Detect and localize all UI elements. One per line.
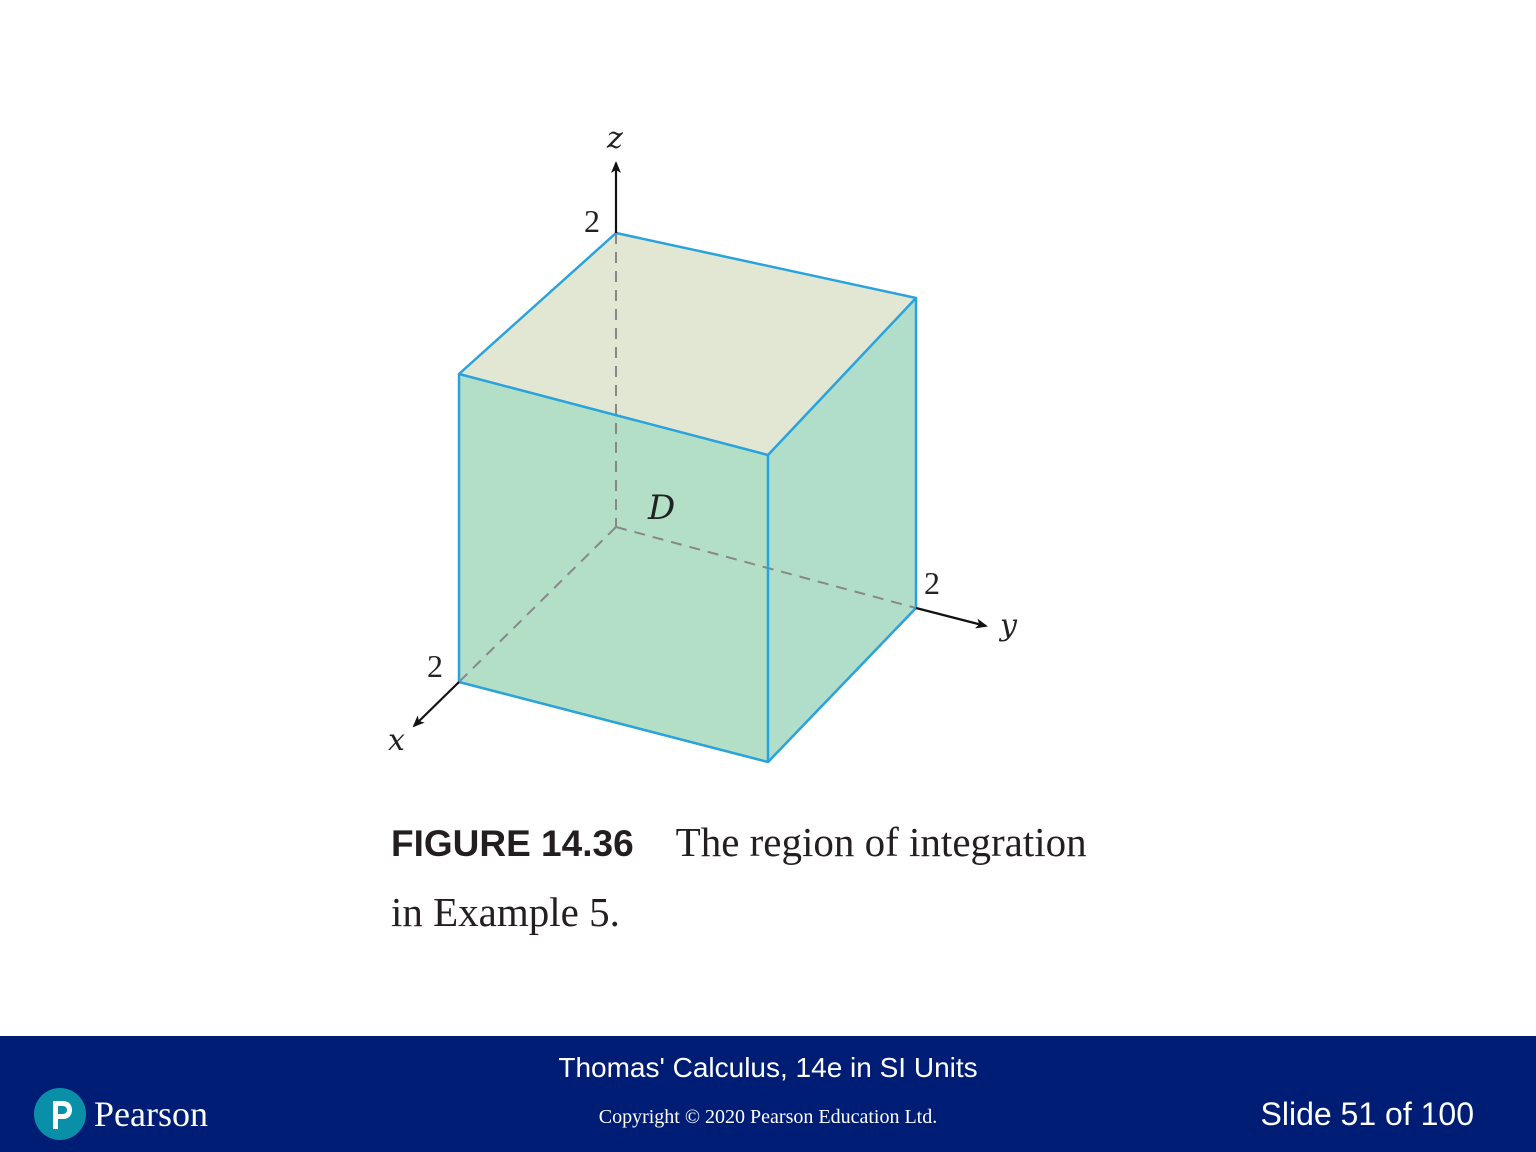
x-axis-arrow (412, 681, 460, 728)
pearson-logo: Pearson (34, 1086, 208, 1142)
cube-front-outline (457, 374, 770, 764)
hidden-edge-y (615, 526, 917, 609)
cube-region-figure: z y x 2 2 2 D (388, 121, 1018, 764)
book-title: Thomas' Calculus, 14e in SI Units (558, 1052, 978, 1083)
slide-counter: Slide 51 of 100 (1260, 1096, 1475, 1132)
pearson-logo-icon (34, 1088, 86, 1140)
caption-text-2: in Example 5. (391, 889, 620, 935)
footer-bar: Pearson Thomas' Calculus, 14e in SI Unit… (0, 1036, 1536, 1152)
cube-front-face (459, 374, 768, 762)
caption-line-2: in Example 5. (391, 882, 1211, 952)
figure-number: FIGURE 14.36 (391, 823, 634, 864)
y-axis-arrow (915, 606, 988, 629)
y-tick-label: 2 (924, 565, 940, 601)
figure-caption: FIGURE 14.36 The region of integration in… (391, 812, 1211, 952)
z-axis-label: z (606, 121, 623, 156)
region-label: D (647, 488, 675, 528)
x-axis-label: x (388, 723, 405, 758)
cube-top-face (459, 233, 916, 455)
y-axis-label: y (998, 608, 1018, 643)
x-tick-label: 2 (427, 648, 443, 684)
caption-line-1: FIGURE 14.36 The region of integration (391, 812, 1211, 882)
pearson-wordmark: Pearson (94, 1094, 208, 1134)
caption-text-1: The region of integration (675, 819, 1087, 865)
copyright-notice: Copyright © 2020 Pearson Education Ltd. (598, 1106, 938, 1128)
z-tick-label: 2 (584, 203, 600, 239)
